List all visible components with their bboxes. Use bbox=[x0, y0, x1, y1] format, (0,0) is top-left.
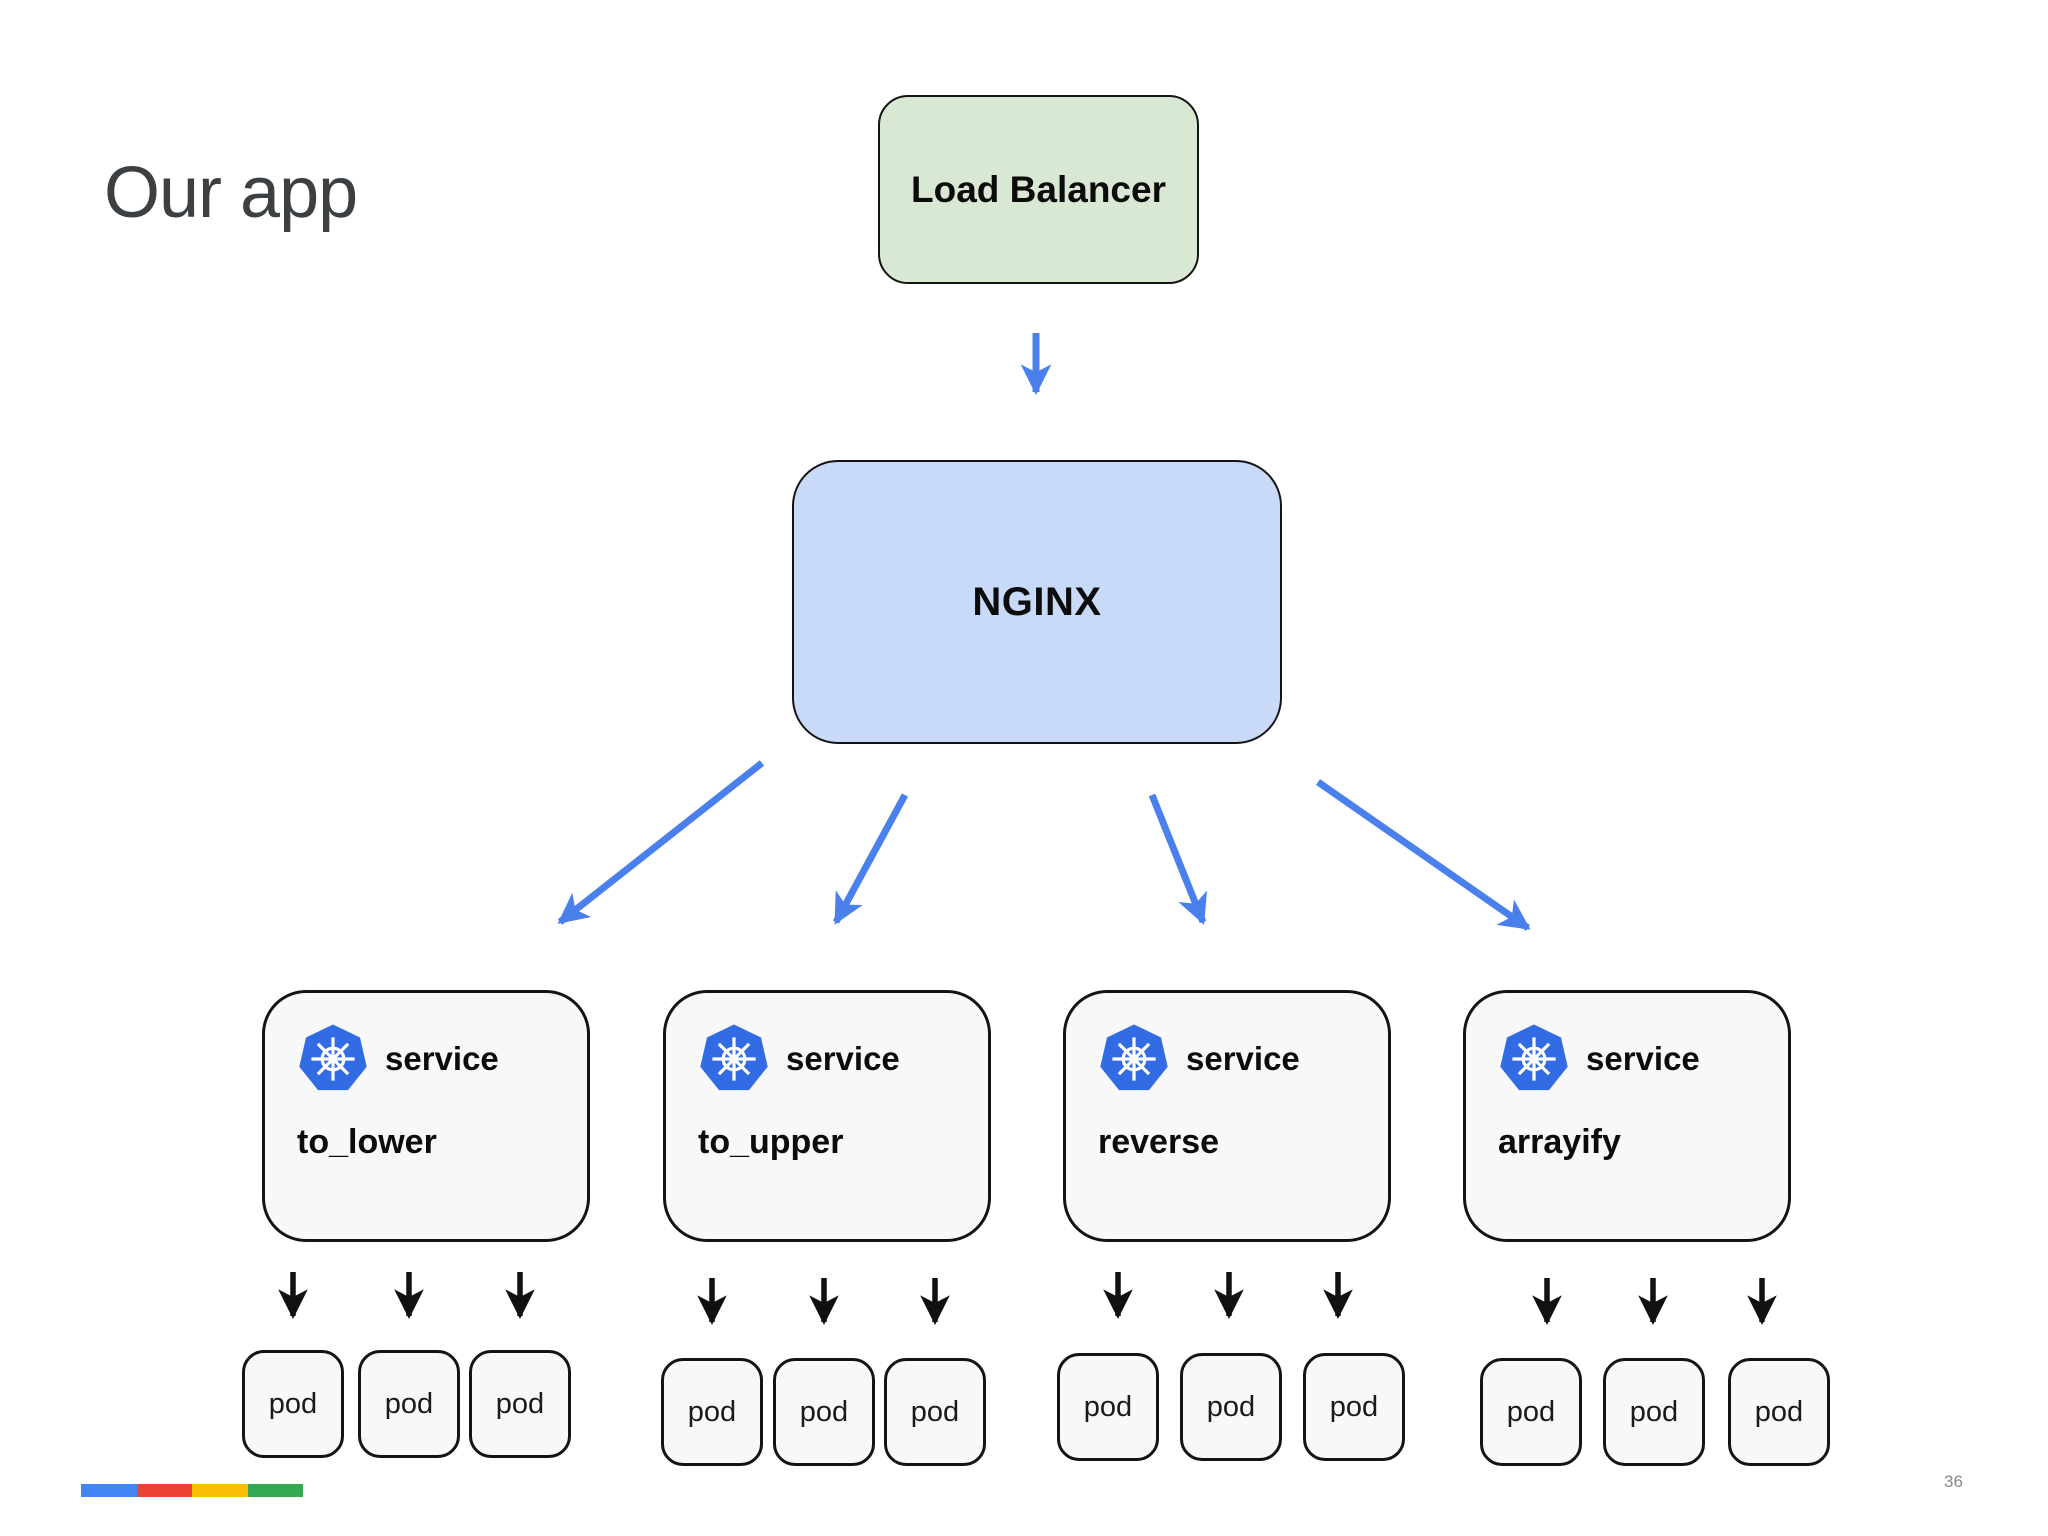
pod-label: pod bbox=[1506, 1395, 1556, 1428]
brand-bar-green-segment bbox=[247, 1484, 303, 1497]
service-type-label: service bbox=[385, 1040, 499, 1077]
pod-label: pod bbox=[384, 1387, 434, 1420]
service-type-label: service bbox=[1186, 1040, 1300, 1077]
pod-box: pod bbox=[358, 1350, 460, 1458]
pod-label: pod bbox=[687, 1395, 737, 1428]
nginx-to-to_upper-arrow bbox=[832, 793, 909, 925]
service-box-to_upper: service to_upper bbox=[663, 990, 991, 1242]
pod-label: pod bbox=[910, 1395, 960, 1428]
service-type-label: service bbox=[1586, 1040, 1700, 1077]
kubernetes-icon bbox=[1100, 1024, 1168, 1091]
service-name: reverse bbox=[1098, 1123, 1220, 1161]
service-box-reverse: service reverse bbox=[1063, 990, 1391, 1242]
nginx-to-to_lower-arrow bbox=[557, 760, 765, 925]
pod-label: pod bbox=[1754, 1395, 1804, 1428]
slide-title: Our app bbox=[104, 153, 358, 233]
pod-box: pod bbox=[661, 1358, 763, 1466]
pod-box: pod bbox=[773, 1358, 875, 1466]
nginx-label: NGINX bbox=[972, 579, 1102, 624]
nginx-box: NGINX bbox=[792, 460, 1282, 744]
pod-label: pod bbox=[495, 1387, 545, 1420]
nginx-to-arrayify-arrow bbox=[1316, 779, 1531, 931]
nginx-to-reverse-arrow bbox=[1148, 793, 1207, 925]
google-brand-bar bbox=[81, 1484, 303, 1497]
pod-box: pod bbox=[1603, 1358, 1705, 1466]
pod-box: pod bbox=[1480, 1358, 1582, 1466]
pod-box: pod bbox=[1303, 1353, 1405, 1461]
service-type-label: service bbox=[786, 1040, 900, 1077]
service-name: arrayify bbox=[1498, 1123, 1621, 1161]
pod-box: pod bbox=[242, 1350, 344, 1458]
pod-label: pod bbox=[1329, 1390, 1379, 1423]
page-number: 36 bbox=[1944, 1472, 1963, 1491]
brand-bar-blue-segment bbox=[81, 1484, 137, 1497]
pod-box: pod bbox=[884, 1358, 986, 1466]
service-name: to_upper bbox=[698, 1123, 844, 1161]
pod-box: pod bbox=[1180, 1353, 1282, 1461]
service-box-to_lower: service to_lower bbox=[262, 990, 590, 1242]
kubernetes-icon bbox=[1500, 1024, 1568, 1091]
pod-box: pod bbox=[469, 1350, 571, 1458]
pod-label: pod bbox=[1083, 1390, 1133, 1423]
pod-label: pod bbox=[1629, 1395, 1679, 1428]
pod-label: pod bbox=[799, 1395, 849, 1428]
pod-label: pod bbox=[1206, 1390, 1256, 1423]
brand-bar-yellow-segment bbox=[192, 1484, 248, 1497]
pod-box: pod bbox=[1728, 1358, 1830, 1466]
load-balancer-box: Load Balancer bbox=[878, 95, 1199, 284]
pod-box: pod bbox=[1057, 1353, 1159, 1461]
pod-label: pod bbox=[268, 1387, 318, 1420]
service-name: to_lower bbox=[297, 1123, 437, 1161]
service-box-arrayify: service arrayify bbox=[1463, 990, 1791, 1242]
load-balancer-label: Load Balancer bbox=[911, 168, 1166, 210]
kubernetes-icon bbox=[700, 1024, 768, 1091]
brand-bar-red-segment bbox=[136, 1484, 192, 1497]
kubernetes-icon bbox=[299, 1024, 367, 1091]
